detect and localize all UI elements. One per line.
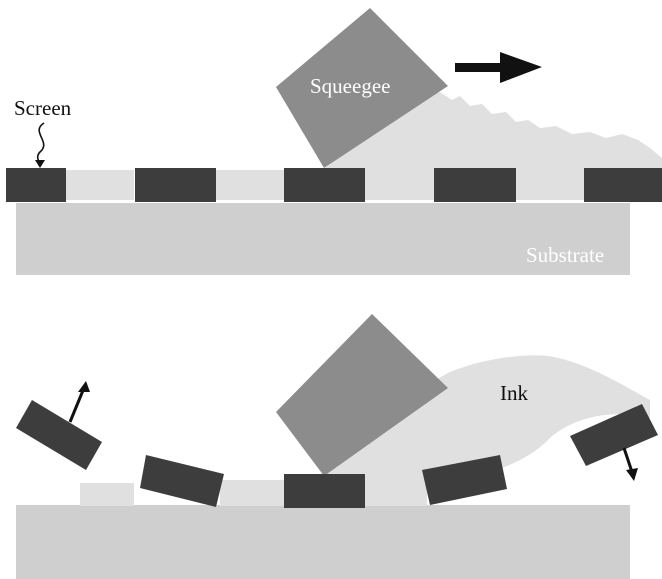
lift-arrow-right-head [626, 468, 638, 481]
top-panel: Substrate Squeegee Screen [6, 8, 662, 275]
substrate-bottom [16, 505, 630, 579]
ink-opening-3 [365, 170, 434, 200]
substrate-label: Substrate [526, 243, 604, 267]
ink-blob [322, 355, 650, 478]
screen-block [284, 168, 365, 202]
motion-arrow [455, 52, 542, 83]
ink-deposit [365, 475, 427, 506]
squeegee-top [276, 8, 448, 168]
screen-block-lifted [16, 400, 102, 470]
screen-pointer-arrow [36, 122, 45, 165]
screen-block [135, 168, 216, 202]
screen-block [284, 474, 365, 508]
lift-arrow-left-head [78, 381, 90, 392]
squeegee-label: Squeegee [310, 74, 390, 98]
substrate-top [16, 203, 630, 275]
ink-deposit [80, 483, 134, 506]
screen-block-tilted [422, 455, 507, 505]
ink-opening-4 [516, 170, 584, 200]
ink-label: Ink [500, 381, 528, 405]
squeegee-bottom [276, 314, 448, 476]
lift-arrow-left [68, 387, 86, 423]
ink-opening-1 [66, 170, 134, 200]
lift-arrow-right [622, 447, 634, 473]
ink-opening-2 [216, 170, 284, 200]
bottom-panel: Ink [16, 314, 658, 579]
screen-block [584, 168, 662, 202]
screen-label: Screen [14, 96, 72, 120]
screen-block [6, 168, 66, 202]
screen-block-lifted [570, 404, 658, 466]
screen-block-tilted [140, 455, 224, 507]
screen-pointer-head [35, 160, 45, 168]
ink-deposit [220, 480, 284, 506]
screen-block [434, 168, 516, 202]
